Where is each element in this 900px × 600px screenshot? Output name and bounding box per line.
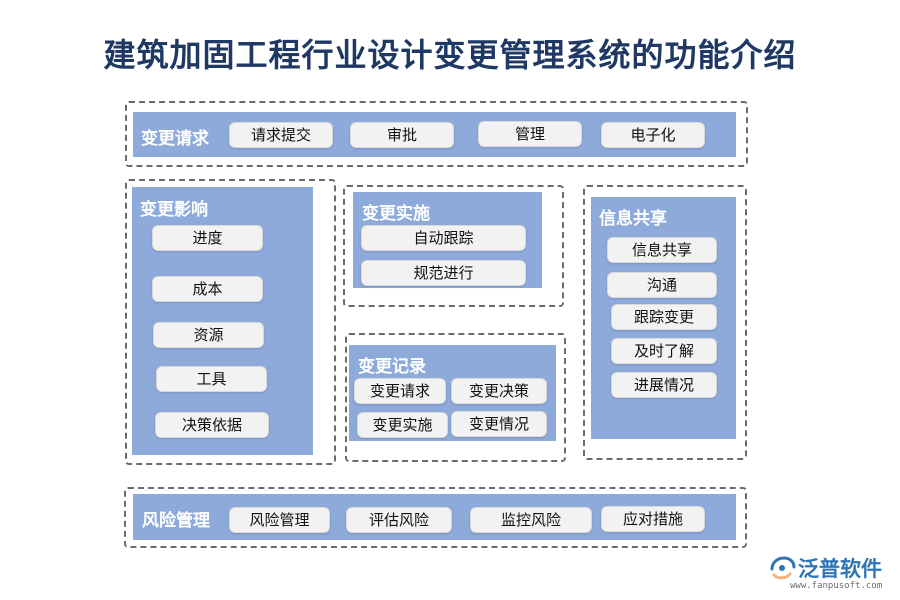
- request-title: 变更请求: [141, 129, 209, 149]
- share-item: 及时了解: [611, 338, 717, 364]
- impact-item: 决策依据: [155, 412, 269, 438]
- impact-item: 进度: [152, 225, 263, 251]
- risk-item: 应对措施: [601, 506, 705, 532]
- share-item: 进展情况: [611, 372, 717, 398]
- record-item: 变更实施: [357, 412, 448, 438]
- impact-item: 工具: [156, 366, 267, 392]
- risk-item: 评估风险: [346, 507, 452, 533]
- record-item: 变更请求: [354, 378, 446, 404]
- page-title: 建筑加固工程行业设计变更管理系统的功能介绍: [103, 36, 797, 74]
- implement-title: 变更实施: [362, 204, 430, 224]
- brand-url: www.fanpusoft.com: [790, 581, 883, 591]
- share-item: 跟踪变更: [611, 304, 717, 330]
- brand-name: 泛普软件: [798, 557, 882, 581]
- record-item: 变更决策: [451, 378, 547, 404]
- impact-item: 资源: [153, 322, 264, 348]
- share-item: 信息共享: [607, 237, 717, 263]
- risk-item: 风险管理: [229, 507, 330, 533]
- brand-logo: 泛普软件 www.fanpusoft.com: [768, 553, 893, 598]
- impact-title: 变更影响: [140, 200, 208, 220]
- request-item: 管理: [478, 121, 582, 147]
- implement-frame: [343, 185, 564, 307]
- record-frame: [345, 333, 566, 462]
- implement-item: 自动跟踪: [361, 225, 526, 251]
- share-title: 信息共享: [599, 209, 667, 229]
- risk-title: 风险管理: [142, 511, 210, 531]
- request-item: 电子化: [601, 122, 705, 148]
- share-frame: [583, 185, 747, 460]
- record-item: 变更情况: [451, 411, 547, 437]
- request-frame: [125, 101, 748, 167]
- request-item: 请求提交: [229, 122, 333, 148]
- risk-item: 监控风险: [470, 507, 592, 533]
- request-item: 审批: [350, 122, 454, 148]
- risk-frame: [124, 487, 747, 548]
- fanpu-logo-icon: [770, 556, 796, 580]
- impact-item: 成本: [152, 276, 263, 302]
- record-title: 变更记录: [358, 357, 426, 377]
- share-item: 沟通: [607, 272, 717, 298]
- implement-item: 规范进行: [361, 260, 526, 286]
- impact-frame: [125, 179, 336, 465]
